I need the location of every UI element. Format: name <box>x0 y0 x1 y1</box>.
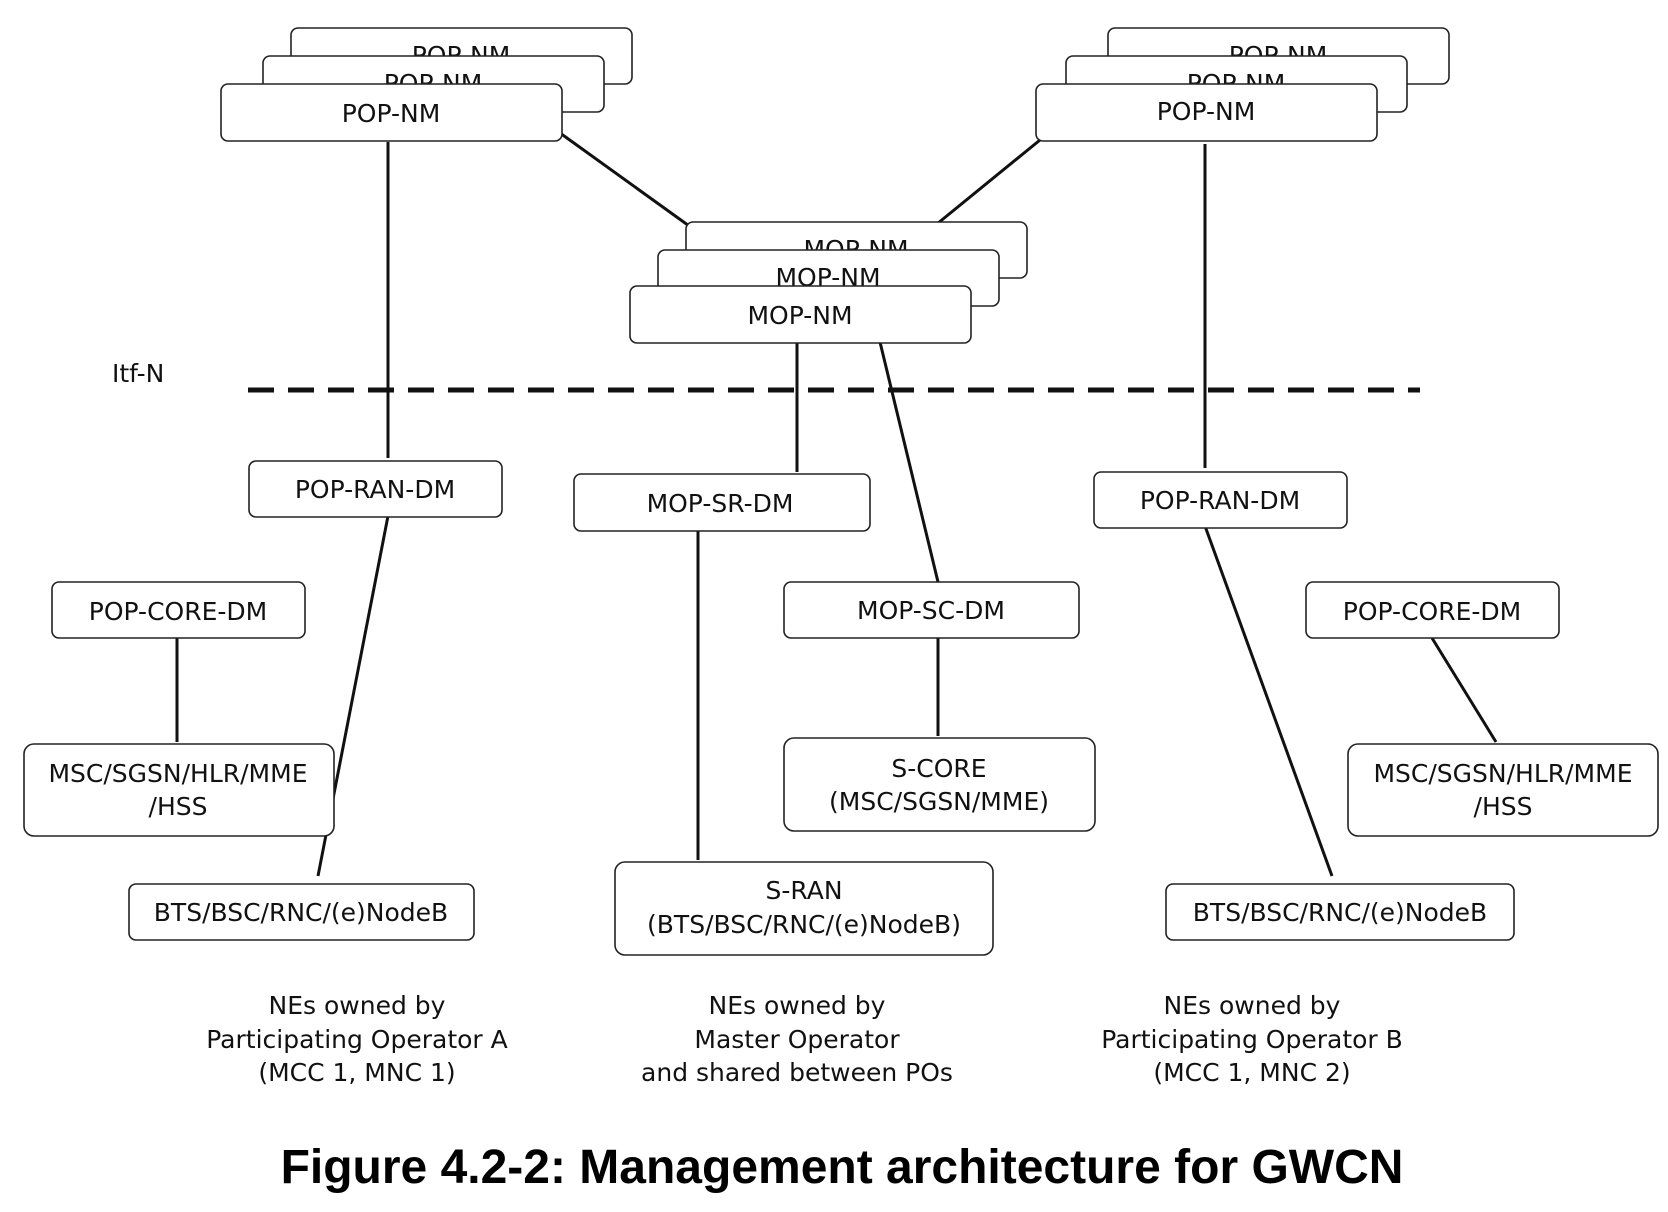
figure-caption: Figure 4.2-2: Management architecture fo… <box>281 1141 1404 1194</box>
svg-text:MSC/SGSN/HLR/MME: MSC/SGSN/HLR/MME <box>1373 759 1632 788</box>
svg-text:S-RAN: S-RAN <box>765 876 842 905</box>
svg-text:MOP-SC-DM: MOP-SC-DM <box>857 596 1005 625</box>
pop-nm-a-front: POP-NM <box>220 83 563 142</box>
mop-nm-front: MOP-NM <box>629 285 972 344</box>
ran-network-elements-a: BTS/BSC/RNC/(e)NodeB <box>128 883 475 941</box>
svg-text:BTS/BSC/RNC/(e)NodeB: BTS/BSC/RNC/(e)NodeB <box>1193 898 1487 927</box>
ownership-label-master: NEs owned by Master Operator and shared … <box>641 991 953 1087</box>
ownership-a-line-2: Participating Operator A <box>206 1025 508 1054</box>
svg-text:POP-CORE-DM: POP-CORE-DM <box>89 597 267 626</box>
s-core-network-elements: S-CORE (MSC/SGSN/MME) <box>783 737 1096 832</box>
ran-network-elements-b: BTS/BSC/RNC/(e)NodeB <box>1165 883 1515 941</box>
mop-sr-dm: MOP-SR-DM <box>573 473 871 532</box>
svg-text:/HSS: /HSS <box>1474 792 1533 821</box>
ownership-master-line-1: NEs owned by <box>709 991 886 1020</box>
ownership-master-line-3: and shared between POs <box>641 1058 953 1087</box>
line-mop-nm-to-mop-sc-dm <box>878 341 940 583</box>
line-pop-nm-a-to-mop-nm <box>559 131 693 230</box>
ownership-master-line-2: Master Operator <box>694 1025 900 1054</box>
itf-n-label: Itf-N <box>112 359 164 388</box>
ownership-b-line-3: (MCC 1, MNC 2) <box>1153 1058 1350 1087</box>
svg-text:(BTS/BSC/RNC/(e)NodeB): (BTS/BSC/RNC/(e)NodeB) <box>647 910 961 939</box>
ownership-a-line-1: NEs owned by <box>269 991 446 1020</box>
ownership-label-operator-a: NEs owned by Participating Operator A (M… <box>206 991 508 1087</box>
svg-text:MOP-SR-DM: MOP-SR-DM <box>647 489 794 518</box>
line-pop-nm-b-to-mop-nm <box>931 138 1041 230</box>
core-network-elements-b: MSC/SGSN/HLR/MME /HSS <box>1347 743 1659 837</box>
ownership-b-line-2: Participating Operator B <box>1101 1025 1403 1054</box>
svg-text:POP-RAN-DM: POP-RAN-DM <box>295 475 455 504</box>
ownership-b-line-1: NEs owned by <box>1164 991 1341 1020</box>
svg-text:MSC/SGSN/HLR/MME: MSC/SGSN/HLR/MME <box>48 759 307 788</box>
connector-lines <box>175 131 1498 877</box>
mop-sc-dm: MOP-SC-DM <box>783 581 1080 639</box>
svg-text:MOP-NM: MOP-NM <box>747 301 852 330</box>
ownership-label-operator-b: NEs owned by Participating Operator B (M… <box>1101 991 1403 1087</box>
pop-nm-b-front: POP-NM <box>1035 83 1378 142</box>
pop-ran-dm-b: POP-RAN-DM <box>1093 471 1348 529</box>
ownership-a-line-3: (MCC 1, MNC 1) <box>258 1058 455 1087</box>
svg-text:POP-RAN-DM: POP-RAN-DM <box>1140 486 1300 515</box>
line-pop-core-dm-b-to-core-b <box>1430 637 1498 743</box>
core-network-elements-a: MSC/SGSN/HLR/MME /HSS <box>23 743 335 837</box>
line-pop-ran-dm-b-to-ran-b <box>1203 525 1334 877</box>
svg-text:POP-NM: POP-NM <box>1157 97 1256 126</box>
svg-text:(MSC/SGSN/MME): (MSC/SGSN/MME) <box>829 787 1049 816</box>
pop-core-dm-b: POP-CORE-DM <box>1305 581 1560 639</box>
svg-text:/HSS: /HSS <box>149 792 208 821</box>
svg-text:POP-NM: POP-NM <box>342 99 441 128</box>
svg-text:BTS/BSC/RNC/(e)NodeB: BTS/BSC/RNC/(e)NodeB <box>154 898 448 927</box>
pop-core-dm-a: POP-CORE-DM <box>51 581 306 639</box>
svg-text:S-CORE: S-CORE <box>891 754 986 783</box>
svg-text:POP-CORE-DM: POP-CORE-DM <box>1343 597 1521 626</box>
s-ran-network-elements: S-RAN (BTS/BSC/RNC/(e)NodeB) <box>614 861 994 956</box>
pop-ran-dm-a: POP-RAN-DM <box>248 460 503 518</box>
